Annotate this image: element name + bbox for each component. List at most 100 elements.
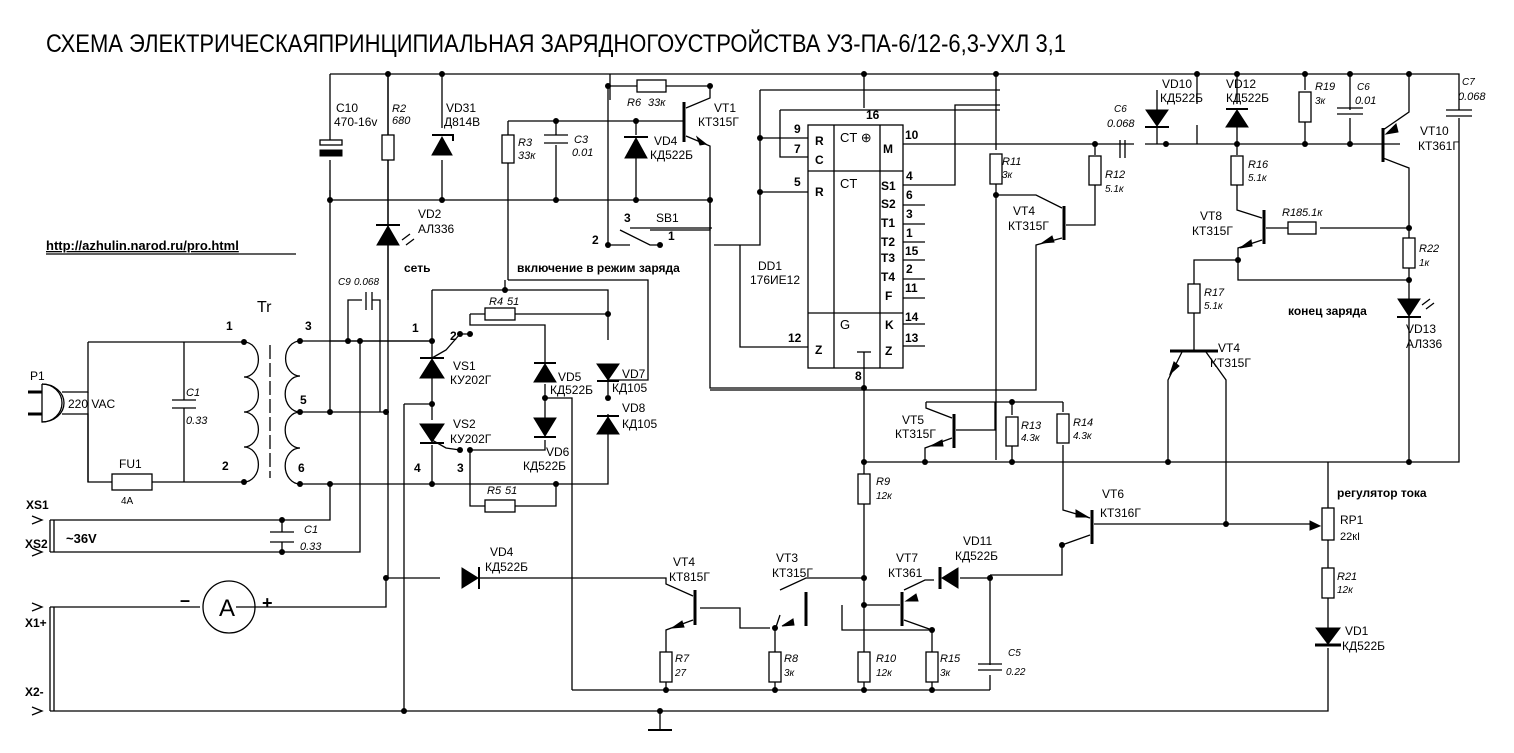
svg-text:VS1: VS1 <box>453 359 476 373</box>
svg-text:8: 8 <box>855 369 862 383</box>
svg-text:C3: C3 <box>574 134 589 146</box>
current-regulator-label: регулятор тока <box>1337 486 1427 500</box>
svg-text:КТ315Г: КТ315Г <box>895 427 936 441</box>
svg-text:VT3: VT3 <box>776 551 798 565</box>
svg-text:S2: S2 <box>881 197 896 211</box>
svg-text:1к: 1к <box>1419 258 1431 269</box>
svg-text:11: 11 <box>905 281 918 295</box>
resistor-r12: R12 5.1к <box>1088 155 1125 195</box>
terminal-x1-plus[interactable]: X1+ <box>25 602 47 630</box>
svg-text:M: M <box>883 142 893 156</box>
svg-text:КД522Б: КД522Б <box>1226 91 1269 105</box>
svg-text:2: 2 <box>592 233 599 247</box>
svg-text:S1: S1 <box>881 179 896 193</box>
terminal-xs1[interactable]: XS1 <box>26 498 49 525</box>
svg-text:5.1к: 5.1к <box>1248 173 1268 184</box>
svg-text:VD1: VD1 <box>1345 624 1369 638</box>
svg-text:13: 13 <box>905 331 919 345</box>
capacitor-c3: C3 0.01 <box>544 134 593 159</box>
svg-text:3: 3 <box>305 319 312 333</box>
svg-text:7: 7 <box>794 142 801 156</box>
svg-text:КД522Б: КД522Б <box>955 549 998 563</box>
svg-text:10: 10 <box>905 128 919 142</box>
svg-text:VD7: VD7 <box>622 367 646 381</box>
svg-text:R4: R4 <box>489 296 503 308</box>
terminal-x2-minus[interactable]: X2- <box>25 685 44 716</box>
resistor-r22: R22 1к <box>1402 237 1439 269</box>
svg-text:КТ316Г: КТ316Г <box>1100 506 1141 520</box>
svg-text:VD4: VD4 <box>490 545 514 559</box>
source-url-link[interactable]: http://azhulin.narod.ru/pro.html <box>46 238 239 253</box>
svg-text:12к: 12к <box>876 491 893 502</box>
svg-text:15: 15 <box>905 244 919 258</box>
svg-text:КТ315Г: КТ315Г <box>1008 219 1049 233</box>
svg-text:КТ361Г: КТ361Г <box>1418 139 1459 153</box>
svg-text:R12: R12 <box>1105 169 1125 181</box>
svg-text:VT4: VT4 <box>673 555 695 569</box>
svg-text:FU1: FU1 <box>119 457 142 471</box>
svg-text:SB1: SB1 <box>656 211 679 225</box>
svg-text:C1: C1 <box>304 524 318 536</box>
svg-text:14: 14 <box>905 310 919 324</box>
diode-vd12: VD12 КД522Б <box>1225 77 1269 128</box>
svg-text:6: 6 <box>906 188 913 202</box>
svg-text:КД522Б: КД522Б <box>650 148 693 162</box>
svg-text:27: 27 <box>674 668 687 679</box>
svg-text:КТ315Г: КТ315Г <box>772 566 813 580</box>
svg-text:5: 5 <box>794 175 801 189</box>
svg-text:51: 51 <box>505 485 517 497</box>
resistor-r5: R5 51 <box>484 485 517 513</box>
svg-text:–: – <box>180 590 190 610</box>
potentiometer-rp1[interactable]: RP1 22кІ регулятор тока <box>1309 486 1427 543</box>
resistor-r21: R21 12к <box>1321 567 1357 599</box>
svg-text:4: 4 <box>414 461 421 475</box>
svg-text:КТ315Г: КТ315Г <box>698 115 739 129</box>
led-vd13: VD13 АЛ336 конец заряда <box>1288 298 1442 351</box>
switch-sb1[interactable]: 3 SB1 2 1 включение в режим заряда <box>517 211 712 275</box>
svg-text:0.01: 0.01 <box>572 147 593 159</box>
svg-text:VT6: VT6 <box>1102 487 1124 501</box>
svg-text:+: + <box>262 593 273 613</box>
svg-text:1: 1 <box>412 321 419 335</box>
capacitor-c6-a: C6 0.068 <box>1107 104 1135 158</box>
diode-vd11: VD11 КД522Б <box>938 534 998 589</box>
svg-text:КУ202Г: КУ202Г <box>450 373 492 387</box>
svg-text:R11: R11 <box>1002 156 1021 168</box>
svg-text:F: F <box>885 289 892 303</box>
fuse-fu1: FU1 4A <box>111 457 153 507</box>
svg-text:VD13: VD13 <box>1406 322 1436 336</box>
svg-text:16: 16 <box>866 108 880 122</box>
svg-text:КД522Б: КД522Б <box>1160 91 1203 105</box>
svg-text:КТ361: КТ361 <box>888 566 923 580</box>
svg-text:3к: 3к <box>940 668 952 679</box>
svg-text:5: 5 <box>300 393 307 407</box>
resistor-r11: R11 3к <box>989 153 1021 185</box>
svg-text:3: 3 <box>624 211 631 225</box>
svg-text:X1+: X1+ <box>25 616 47 630</box>
transistor-vt6: VT6 КТ316Г <box>1075 487 1141 544</box>
svg-text:VT7: VT7 <box>896 551 918 565</box>
svg-text:0.068: 0.068 <box>1107 118 1135 130</box>
transistor-vt3: VT3 КТ315Г <box>772 551 813 627</box>
svg-text:VD10: VD10 <box>1162 77 1192 91</box>
svg-text:T2: T2 <box>881 235 895 249</box>
svg-text:VD8: VD8 <box>622 401 646 415</box>
resistor-r4: R4 51 <box>484 296 519 321</box>
transformer-tr: Tr 1 2 3 5 6 <box>222 299 312 485</box>
svg-text:VT8: VT8 <box>1200 209 1222 223</box>
transistor-vt1: VT1 КТ315Г <box>682 101 739 146</box>
capacitor-c1-primary: C1 0.33 <box>172 387 208 427</box>
resistor-r2: R2 680 <box>381 103 411 161</box>
svg-text:C6: C6 <box>1114 104 1127 115</box>
svg-text:0.068: 0.068 <box>1458 91 1486 103</box>
svg-text:R5: R5 <box>487 485 502 497</box>
svg-text:R10: R10 <box>876 653 897 665</box>
end-of-charge-label: конец заряда <box>1288 304 1367 318</box>
svg-text:4.3к: 4.3к <box>1021 433 1041 444</box>
svg-text:R2: R2 <box>392 103 406 115</box>
svg-text:R21: R21 <box>1337 571 1357 583</box>
svg-text:3к: 3к <box>1002 170 1014 181</box>
svg-text:КД105: КД105 <box>622 417 657 431</box>
svg-text:R14: R14 <box>1073 417 1093 429</box>
terminal-xs2[interactable]: XS2 ~36V <box>25 531 97 557</box>
